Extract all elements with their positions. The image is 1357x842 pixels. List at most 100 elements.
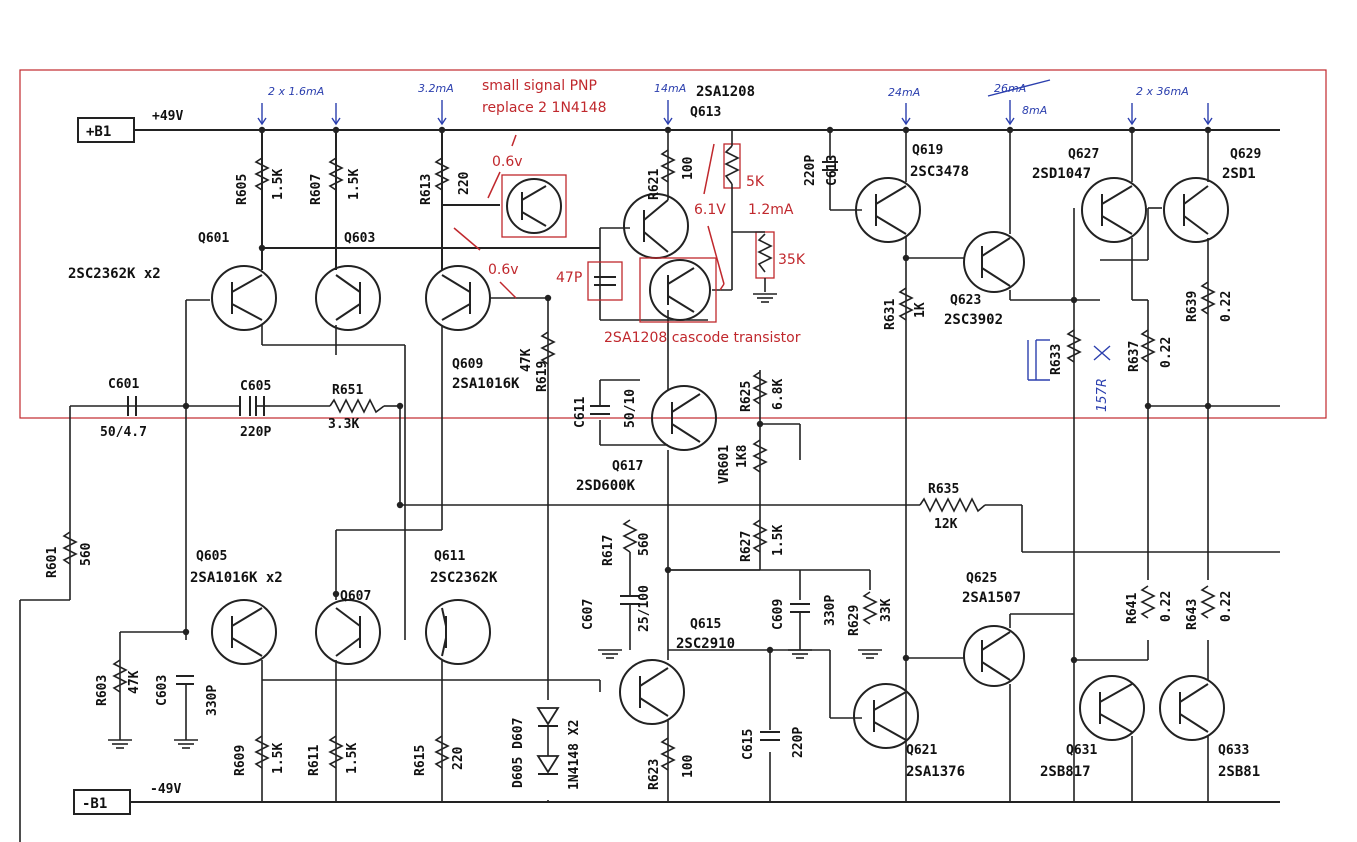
q617-ref: Q617 bbox=[612, 459, 643, 474]
q609-part: 2SA1016K bbox=[452, 376, 520, 392]
r603-value: 47K bbox=[127, 670, 142, 694]
current-label: 8mA bbox=[1022, 104, 1047, 117]
r621-ref: R621 bbox=[647, 169, 662, 200]
q609-ref: Q609 bbox=[452, 357, 483, 372]
q601-part: 2SC2362K x2 bbox=[68, 266, 161, 282]
voltage-label: 6.1V bbox=[694, 202, 726, 218]
pnp-note-line-1: small signal PNP bbox=[482, 78, 597, 94]
r635-ref: R635 bbox=[928, 482, 959, 497]
c611-ref: C611 bbox=[573, 397, 588, 428]
r637-value: 0.22 bbox=[1159, 337, 1174, 368]
q623-ref: Q623 bbox=[950, 293, 981, 308]
r651-value: 3.3K bbox=[328, 417, 359, 432]
r633-ref: R633 bbox=[1049, 344, 1064, 375]
q603-ref: Q603 bbox=[344, 231, 375, 246]
r629-ref: R629 bbox=[847, 605, 862, 636]
q631-ref: Q631 bbox=[1066, 743, 1097, 758]
ground-symbols bbox=[108, 293, 882, 749]
r615-ref: R615 bbox=[413, 745, 428, 776]
c607-value: 25/100 bbox=[637, 585, 652, 632]
current-label: 2 x 36mA bbox=[1136, 85, 1189, 98]
r609-ref: R609 bbox=[233, 745, 248, 776]
r633-note: 157R bbox=[1095, 378, 1110, 412]
r601-value: 560 bbox=[79, 542, 94, 566]
q629-part: 2SD1 bbox=[1222, 166, 1256, 182]
resistor-symbols bbox=[62, 130, 1216, 771]
q625-symbol bbox=[963, 625, 1025, 687]
r601-ref: R601 bbox=[45, 547, 60, 578]
r625-value: 6.8K bbox=[771, 379, 786, 410]
r651-ref: R651 bbox=[332, 383, 363, 398]
c609-ref: C609 bbox=[771, 599, 786, 630]
q609-symbol bbox=[425, 265, 491, 331]
vr601-value: 1K8 bbox=[735, 444, 750, 468]
q627-ref: Q627 bbox=[1068, 147, 1099, 162]
q623-symbol bbox=[963, 231, 1025, 293]
wiring bbox=[19, 130, 1280, 842]
q615-part: 2SC2910 bbox=[676, 636, 735, 652]
diode-symbols bbox=[536, 707, 560, 775]
q627-symbol bbox=[1081, 177, 1147, 243]
r639-ref: R639 bbox=[1185, 291, 1200, 322]
cascode-note: 2SA1208 cascode transistor bbox=[604, 330, 801, 346]
q615-ref: Q615 bbox=[690, 617, 721, 632]
c601-ref: C601 bbox=[108, 377, 139, 392]
d605-ref: D605 D607 bbox=[511, 718, 526, 788]
small-pnp-symbol bbox=[501, 174, 567, 238]
c603-value: 330P bbox=[205, 685, 220, 716]
current-label: 14mA bbox=[654, 82, 686, 95]
q621-symbol bbox=[853, 683, 919, 749]
pos-rail-voltage: +49V bbox=[152, 109, 183, 124]
r609-value: 1.5K bbox=[271, 743, 286, 774]
q625-part: 2SA1507 bbox=[962, 590, 1021, 606]
q605-ref: Q605 bbox=[196, 549, 227, 564]
neg-rail-label: -B1 bbox=[82, 796, 107, 812]
r643-ref: R643 bbox=[1185, 599, 1200, 630]
pnp-note-line-2: replace 2 1N4148 bbox=[482, 100, 607, 116]
q615-symbol bbox=[619, 659, 685, 725]
r639-value: 0.22 bbox=[1219, 291, 1234, 322]
c605-value: 220P bbox=[240, 425, 271, 440]
r641-value: 0.22 bbox=[1159, 591, 1174, 622]
r611-ref: R611 bbox=[307, 745, 322, 776]
q633-part: 2SB81 bbox=[1218, 764, 1260, 780]
r641-ref: R641 bbox=[1125, 593, 1140, 624]
q613-symbol bbox=[623, 193, 689, 259]
q611-symbol bbox=[425, 599, 491, 665]
c615-value: 220P bbox=[791, 727, 806, 758]
current-label: 24mA bbox=[888, 86, 920, 99]
q619-symbol bbox=[855, 177, 921, 243]
q621-ref: Q621 bbox=[906, 743, 937, 758]
q613-ref: Q613 bbox=[690, 105, 721, 120]
pos-rail: +B1 +49V bbox=[77, 109, 1280, 143]
r619-value: 47K bbox=[519, 348, 534, 372]
q607-ref: Q607 bbox=[340, 589, 371, 604]
blue-annotations: 157R bbox=[1093, 345, 1111, 412]
q633-symbol bbox=[1159, 675, 1225, 741]
r625-ref: R625 bbox=[739, 381, 754, 412]
q617-symbol bbox=[651, 385, 717, 451]
r629-value: 33K bbox=[879, 598, 894, 622]
component-labels: R605 1.5K R607 1.5K R613 220 R621 100 47… bbox=[45, 84, 1261, 790]
q605-symbol bbox=[211, 599, 277, 665]
current-label: 3.2mA bbox=[418, 82, 454, 95]
capacitor-symbols bbox=[127, 161, 1050, 741]
q605-part: 2SA1016K x2 bbox=[190, 570, 283, 586]
voltage-label: 0.6v bbox=[492, 154, 523, 170]
r623-ref: R623 bbox=[647, 759, 662, 790]
c611-value: 50/10 bbox=[623, 389, 638, 428]
c613-ref: C613 bbox=[825, 155, 840, 186]
r627-value: 1.5K bbox=[771, 525, 786, 556]
r617-ref: R617 bbox=[601, 535, 616, 566]
c615-ref: C615 bbox=[741, 729, 756, 760]
r605-ref: R605 bbox=[235, 174, 250, 205]
r613-value: 220 bbox=[457, 171, 472, 195]
q613-part: 2SA1208 bbox=[696, 84, 755, 100]
q619-part: 2SC3478 bbox=[910, 164, 969, 180]
r637-ref: R637 bbox=[1127, 341, 1142, 372]
q623-part: 2SC3902 bbox=[944, 312, 1003, 328]
resistor-note: 5K bbox=[746, 174, 765, 190]
r617-value: 560 bbox=[637, 532, 652, 556]
q629-ref: Q629 bbox=[1230, 147, 1261, 162]
